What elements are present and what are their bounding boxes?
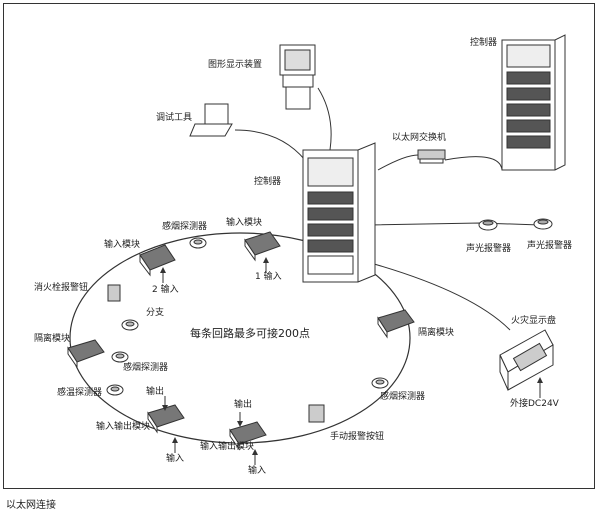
hydrant-button-icon	[107, 284, 121, 302]
manual-button-label: 手动报警按钮	[330, 432, 385, 442]
graphic-display-icon	[279, 44, 316, 110]
output-right-label: 输出	[234, 400, 253, 410]
manual-button-icon	[308, 404, 325, 423]
debug-tool-label: 调试工具	[156, 113, 193, 123]
io-module-right-label: 输入输出模块	[200, 442, 255, 452]
smoke-detector-mid-icon	[111, 351, 129, 363]
io-module-left-label: 输入输出模块	[96, 422, 151, 432]
smoke-detector-top-label: 感烟探测器	[162, 222, 208, 232]
loop-capacity-label: 每条回路最多可接200点	[190, 327, 310, 340]
controller-top-label: 控制器	[470, 38, 498, 48]
heat-detector-icon	[106, 384, 124, 396]
isolation-module-right-label: 隔离模块	[418, 328, 455, 338]
hydrant-button-label: 消火栓报警钮	[34, 283, 89, 293]
io-module-left-icon	[147, 404, 185, 434]
branch-label: 分支	[146, 308, 165, 318]
alarm-sounder-2-label: 声光报警器	[527, 241, 573, 251]
figure-caption: 以太网连接	[6, 500, 56, 511]
graphic-display-label: 图形显示装置	[208, 60, 263, 70]
input-right-label: 输入	[248, 466, 267, 476]
laptop-icon	[189, 103, 233, 137]
output-left-label: 输出	[146, 387, 165, 397]
external-power-label: 外接DC24V	[510, 399, 559, 409]
alarm-sounder-1-label: 声光报警器	[466, 244, 512, 254]
input-module-left-icon	[139, 244, 176, 277]
isolation-module-left-icon	[67, 339, 105, 369]
isolation-module-right-icon	[377, 309, 415, 339]
input-left-label: 输入	[166, 454, 185, 464]
smoke-detector-right-icon	[371, 377, 389, 389]
loop-arrows	[160, 257, 269, 465]
wiring-lines	[234, 87, 541, 331]
smoke-detector-mid-label: 感烟探测器	[123, 363, 169, 373]
diagram-frame	[3, 3, 595, 489]
controller-cabinet-top	[501, 34, 566, 171]
input-module-left-label: 输入模块	[104, 240, 141, 250]
fire-display-panel-icon	[499, 329, 554, 391]
alarm-sounder-icon-1	[478, 219, 498, 231]
ethernet-switch-icon	[417, 149, 446, 164]
heat-detector-label: 感温探测器	[57, 388, 103, 398]
input-module-top-icon	[244, 231, 281, 262]
smoke-detector-top-icon	[189, 237, 207, 249]
ethernet-switch-label: 以太网交换机	[392, 133, 447, 143]
isolation-module-left-label: 隔离模块	[34, 334, 71, 344]
alarm-sounder-icon-2	[533, 218, 553, 230]
input-module-top-label: 输入模块	[226, 218, 263, 228]
io-module-right-icon	[229, 421, 267, 451]
branch-detector-icon	[121, 319, 139, 331]
input-2-label: 2 输入	[152, 285, 179, 295]
smoke-detector-right-label: 感烟探测器	[380, 392, 426, 402]
controller-main-label: 控制器	[254, 177, 282, 187]
fire-display-label: 火灾显示盘	[511, 316, 557, 326]
controller-cabinet-main	[302, 142, 376, 283]
input-1-label: 1 输入	[255, 272, 282, 282]
